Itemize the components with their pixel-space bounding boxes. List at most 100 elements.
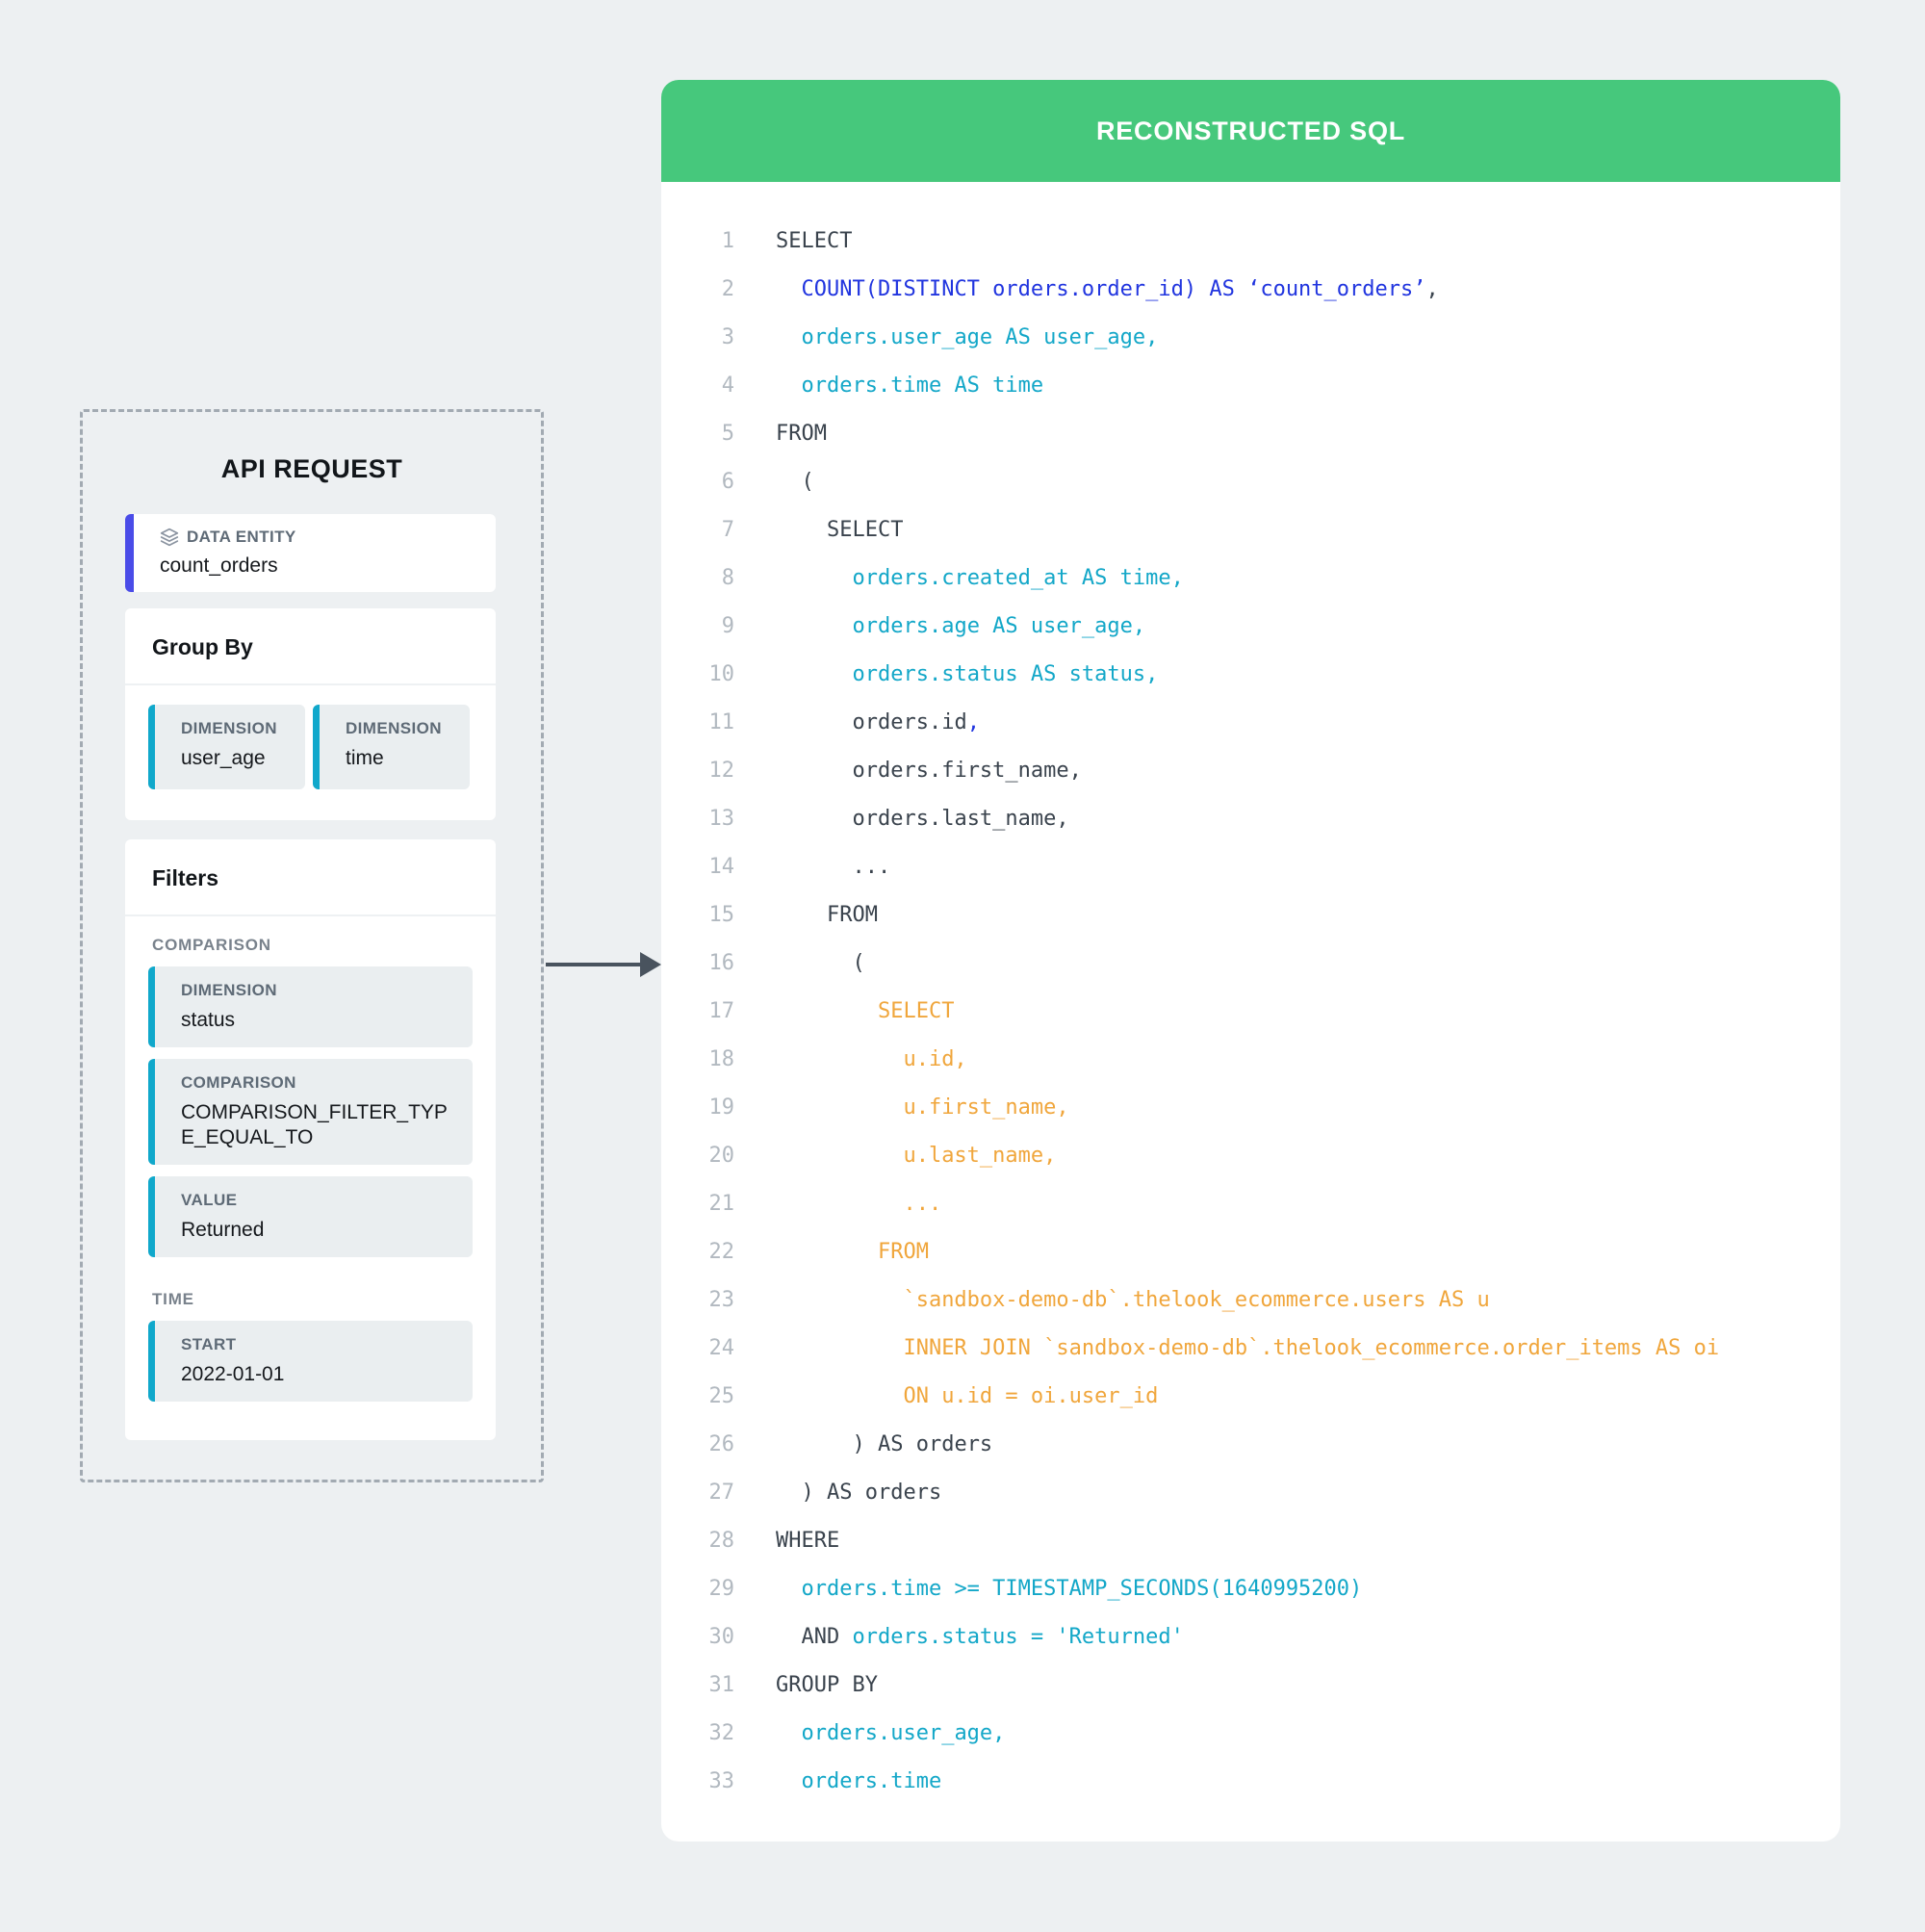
code-segment: orders.time AS time (801, 373, 1044, 398)
code-line: 25 ON u.id = oi.user_id (661, 1372, 1840, 1420)
code-line: 10 orders.status AS status, (661, 650, 1840, 698)
entity-value: count_orders (160, 554, 278, 577)
chip-accent-bar (148, 1321, 155, 1402)
code-segment: orders.user_age AS user_age, (801, 324, 1159, 349)
line-number: 23 (708, 1287, 735, 1312)
line-number: 25 (708, 1383, 735, 1408)
code-segment: ) AS orders (801, 1480, 942, 1505)
code-segment: orders.age AS user_age, (852, 613, 1146, 638)
code-line: 20 u.last_name, (661, 1131, 1840, 1179)
flow-arrow (546, 952, 663, 977)
line-number: 21 (708, 1191, 735, 1216)
code-text: ON u.id = oi.user_id (776, 1384, 1158, 1408)
code-text: INNER JOIN `sandbox-demo-db`.thelook_eco… (776, 1336, 1719, 1360)
code-line: 14 ... (661, 842, 1840, 890)
line-number: 30 (708, 1624, 735, 1649)
filter-section-label: TIME (152, 1290, 194, 1308)
api-request-panel: API REQUEST DATA ENTITY count_orders Gro… (80, 409, 544, 1482)
line-number: 33 (708, 1768, 735, 1793)
code-line: 2 COUNT(DISTINCT orders.order_id) AS ‘co… (661, 265, 1840, 313)
line-number: 3 (721, 324, 734, 349)
code-text: orders.status AS status, (776, 662, 1158, 686)
code-segment: orders.id (852, 709, 967, 734)
line-number: 10 (708, 661, 735, 686)
line-number: 6 (721, 469, 734, 494)
code-text: orders.first_name, (776, 758, 1082, 783)
line-number: 17 (708, 998, 735, 1023)
code-segment: INNER JOIN `sandbox-demo-db`.thelook_eco… (903, 1335, 1720, 1360)
code-segment: orders.first_name, (852, 758, 1082, 783)
line-number: 5 (721, 421, 734, 446)
chip-accent-bar (148, 1176, 155, 1257)
line-number: 24 (708, 1335, 735, 1360)
code-line: 23 `sandbox-demo-db`.thelook_ecommerce.u… (661, 1275, 1840, 1324)
code-line: 9 orders.age AS user_age, (661, 602, 1840, 650)
code-text: orders.time >= TIMESTAMP_SECONDS(1640995… (776, 1576, 1363, 1601)
line-number: 14 (708, 854, 735, 879)
code-segment: SELECT (826, 517, 904, 542)
code-segment: ( (801, 469, 814, 494)
code-text: u.last_name, (776, 1144, 1056, 1168)
code-line: 4 orders.time AS time (661, 361, 1840, 409)
arrow-line (546, 963, 644, 966)
code-segment: SELECT (877, 998, 955, 1023)
code-text: orders.created_at AS time, (776, 566, 1183, 590)
chip-label: START (181, 1335, 237, 1353)
code-segment: FROM (877, 1239, 929, 1264)
chip-label: VALUE (181, 1191, 238, 1209)
entity-label-row: DATA ENTITY (160, 528, 478, 547)
divider (125, 914, 496, 916)
code-text: ) AS orders (776, 1432, 992, 1456)
code-text: AND orders.status = 'Returned' (776, 1625, 1184, 1649)
code-line: 26 ) AS orders (661, 1420, 1840, 1468)
code-text: u.first_name, (776, 1095, 1069, 1120)
code-text: ( (776, 470, 814, 494)
code-text: FROM (776, 903, 878, 927)
code-line: 18 u.id, (661, 1035, 1840, 1083)
line-number: 13 (708, 806, 735, 831)
code-line: 29 orders.time >= TIMESTAMP_SECONDS(1640… (661, 1564, 1840, 1612)
filters-heading: Filters (152, 865, 219, 890)
line-number: 2 (721, 276, 734, 301)
chip-value: COMPARISON_FILTER_TYPE_EQUAL_TO (181, 1101, 448, 1148)
code-text: ... (776, 855, 890, 879)
code-segment: WHERE (776, 1528, 840, 1553)
code-line: 17 SELECT (661, 987, 1840, 1035)
code-segment: u.first_name, (903, 1095, 1069, 1120)
entity-accent-bar (125, 514, 134, 592)
code-line: 30 AND orders.status = 'Returned' (661, 1612, 1840, 1661)
chip-value: status (181, 1009, 236, 1031)
code-segment: u.last_name, (903, 1143, 1057, 1168)
chip-value: Returned (181, 1219, 265, 1241)
line-number: 8 (721, 565, 734, 590)
chip-label: DIMENSION (346, 719, 442, 737)
chip-value: user_age (181, 747, 266, 769)
code-text: FROM (776, 1240, 929, 1264)
divider (125, 683, 496, 685)
line-number: 29 (708, 1576, 735, 1601)
line-number: 20 (708, 1143, 735, 1168)
code-segment: ( (852, 950, 865, 975)
code-segment: orders.last_name, (852, 806, 1069, 831)
line-number: 18 (708, 1046, 735, 1071)
code-text: FROM (776, 422, 827, 446)
line-number: 4 (721, 373, 734, 398)
line-number: 22 (708, 1239, 735, 1264)
code-segment: orders.time >= TIMESTAMP_SECONDS(1640995… (801, 1576, 1363, 1601)
code-line: 5 FROM (661, 409, 1840, 457)
code-text: SELECT (776, 999, 954, 1023)
code-text: orders.id, (776, 709, 979, 734)
code-text: ... (776, 1192, 941, 1216)
code-text: ( (776, 950, 865, 975)
code-line: 6 ( (661, 457, 1840, 505)
line-number: 1 (721, 228, 734, 253)
line-number: 12 (708, 758, 735, 783)
line-number: 26 (708, 1431, 735, 1456)
